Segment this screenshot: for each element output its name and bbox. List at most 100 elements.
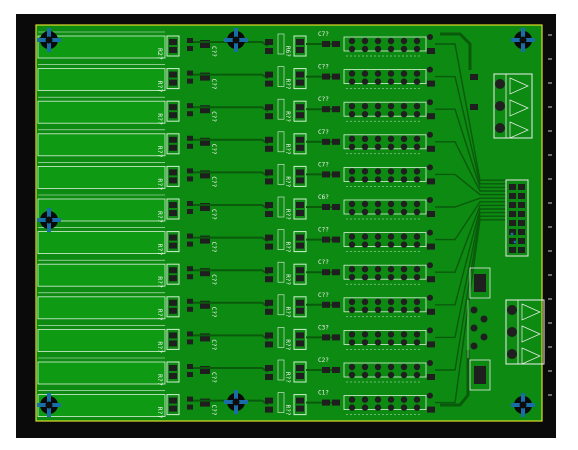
smd-pad [427,178,435,185]
connector-pin [518,229,525,235]
ic-pin [361,200,369,208]
smd-pad [265,145,273,152]
regulator-pad [474,366,486,384]
resistor-footprint [166,133,180,155]
channel-row: R??C??R??C1? [37,219,506,418]
silkscreen-label: C?? [210,209,217,220]
ic-pin [348,135,356,142]
ic-footprint [343,199,427,215]
resistor-footprint [293,165,307,187]
silkscreen-box [277,359,285,381]
silkscreen-label: C3? [318,324,329,331]
via [427,197,433,203]
connector-pin [518,220,525,226]
smd-pad [332,301,340,308]
ic-footprint [343,362,427,378]
ic-pin [361,404,369,411]
terminal-glyph [509,77,529,95]
connector-pin [509,238,516,244]
smd-pad [169,136,177,143]
ic-pin [400,266,408,273]
smd-pad [296,104,304,111]
silkscreen-label: R?? [284,307,291,318]
silkscreen-label: R6? [284,46,291,57]
smd-pad [296,299,304,306]
silkscreen-box [277,229,285,250]
ic-pin [413,363,421,371]
ic-pin [413,331,421,338]
smd-pad [187,404,193,410]
smd-pad [322,73,330,80]
smd-pad [265,169,273,176]
connector-pin [518,184,525,190]
smd-pad [322,204,330,210]
smd-pad [169,242,177,249]
silkscreen-label: R?? [156,178,164,190]
silkscreen-label: R?? [156,276,164,288]
smd-pad [169,169,177,176]
connector-pin [509,211,516,217]
smd-pad [296,169,304,176]
resistor-footprint [293,198,307,220]
terminal-pad [507,305,517,315]
resistor-footprint [293,296,307,318]
smd-pad [480,333,488,341]
ic-pin [413,37,421,45]
smd-pad [470,342,478,350]
smd-pad [169,47,177,53]
ic-pin [361,111,369,118]
input-strip [37,68,166,91]
smd-pad [169,112,177,119]
ic-pin [400,363,408,371]
ic-pin [400,331,408,338]
ic-pin [374,168,382,175]
channel-row: R??C??R??C2? [37,215,506,386]
smd-pad [265,406,273,413]
ic-pin [400,306,408,313]
resistor-footprint [166,361,180,383]
smd-pad [200,300,210,309]
ic-pin [387,233,395,240]
resistor-footprint [166,68,180,90]
ic-footprint [343,166,427,182]
smd-pad [427,211,435,217]
input-strip [37,198,166,222]
ic-pin [387,298,395,305]
smd-pad [187,298,193,304]
input-strip [37,35,166,59]
resistor-footprint [166,231,180,253]
ic-pin [348,176,356,183]
smd-pad [470,324,478,332]
smd-pad [322,41,330,47]
silkscreen-label: R?? [156,146,164,158]
ic-pin [374,298,382,305]
smd-pad [265,104,273,111]
smd-pad [427,113,435,120]
ic-pin [413,404,421,411]
smd-pad [169,177,177,184]
ic-pin [374,233,382,240]
ic-pin [400,208,408,216]
smd-pad [169,397,177,404]
ic-pin [413,274,421,281]
bus-trace [435,204,506,273]
smd-pad [332,269,340,276]
ic-pin [400,371,408,379]
bus-trace [435,108,506,189]
ic-pin [387,339,395,346]
ic-pin [400,274,408,281]
smd-pad [296,47,304,53]
smd-pad [265,211,273,217]
silkscreen-label: C?? [210,372,217,383]
ic-pin [361,306,369,313]
silkscreen-box [277,66,285,87]
silkscreen-label: R?? [156,81,164,93]
mounting-hole [37,393,61,417]
ic-pin [387,404,395,411]
smd-pad [296,79,304,86]
smd-pad [322,138,330,145]
ic-pin [387,78,395,85]
smd-pad [265,299,273,306]
ic-pin [413,396,421,403]
